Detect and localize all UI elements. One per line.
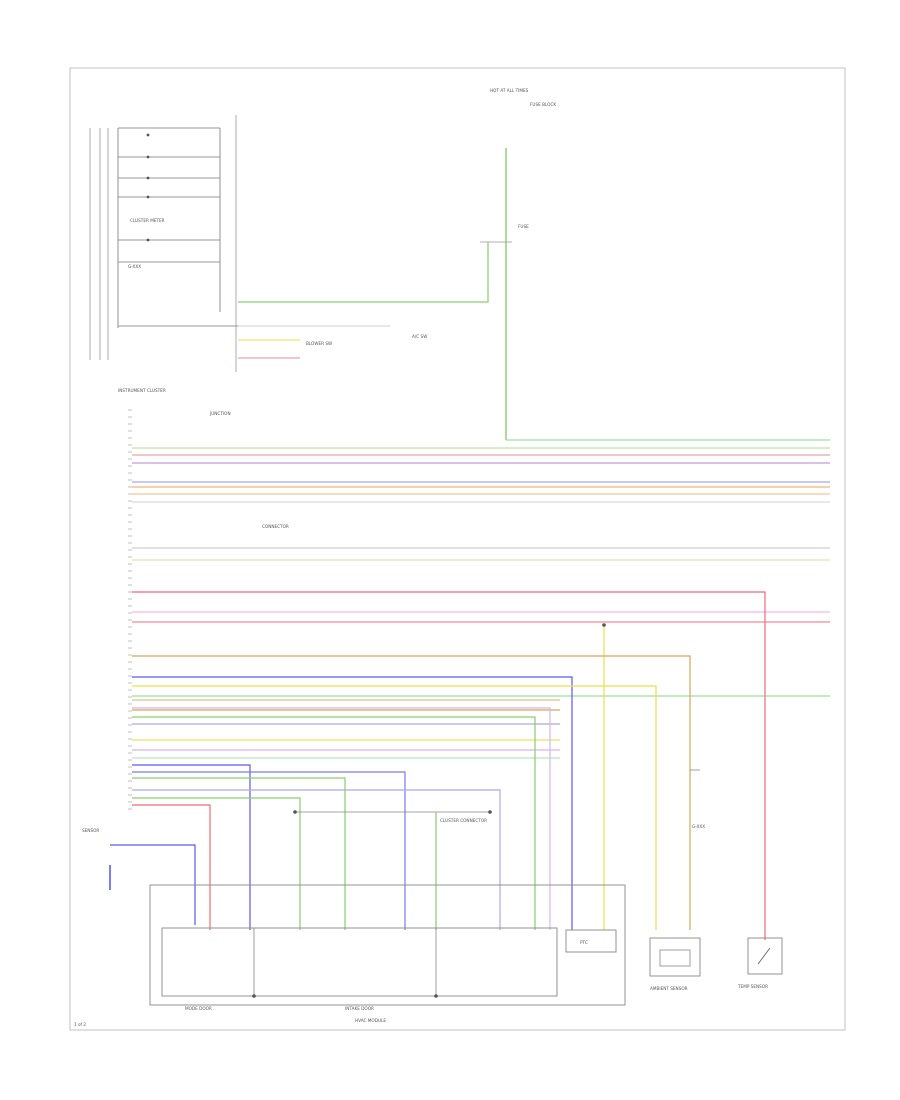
label-ac-sw: A/C SW	[412, 334, 427, 339]
label-ptc: PTC	[580, 940, 588, 945]
label-blower-sw: BLOWER SW	[306, 341, 332, 346]
footer-left: 1 of 2	[74, 1022, 86, 1027]
instrument-cluster-block: CLUSTER METER G-XXX INSTRUMENT CLUSTER	[89, 115, 238, 393]
temp-sensor: TEMP SENSOR	[737, 937, 783, 989]
label-module-block: HVAC MODULE	[355, 1018, 386, 1023]
wire-left-sensor	[110, 844, 196, 925]
label-instrument-cluster: INSTRUMENT CLUSTER	[118, 388, 166, 393]
label-connector-lower: CONNECTOR	[262, 524, 289, 529]
label-cluster-inner: CLUSTER METER	[130, 218, 165, 223]
label-fuse-top: FUSE BLOCK	[530, 102, 556, 107]
label-cluster-connector: CLUSTER CONNECTOR	[440, 818, 487, 823]
label-left-sensor: SENSOR	[82, 828, 99, 833]
vertical-drops	[132, 591, 766, 940]
ambient-sensor: AMBIENT SENSOR	[649, 937, 701, 991]
wire-bus	[128, 409, 830, 810]
label-amb-sensor: AMBIENT SENSOR	[650, 986, 688, 991]
label-temp-sensor: TEMP SENSOR	[737, 984, 768, 989]
label-junction: JUNCTION	[209, 411, 231, 416]
label-mode-door: MODE DOOR	[185, 1006, 212, 1011]
label-ground: G-XXX	[692, 824, 705, 829]
label-intake-door: INTAKE DOOR	[345, 1006, 374, 1011]
label-fuse-mid: FUSE	[518, 224, 529, 229]
wire-green-branch	[238, 242, 489, 303]
label-top-source: HOT AT ALL TIMES	[490, 88, 529, 93]
hvac-module-block: MODE DOOR INTAKE DOOR PTC HVAC MODULE	[149, 884, 626, 1023]
label-ground-small: G-XXX	[128, 264, 141, 269]
page-frame	[69, 67, 846, 1031]
